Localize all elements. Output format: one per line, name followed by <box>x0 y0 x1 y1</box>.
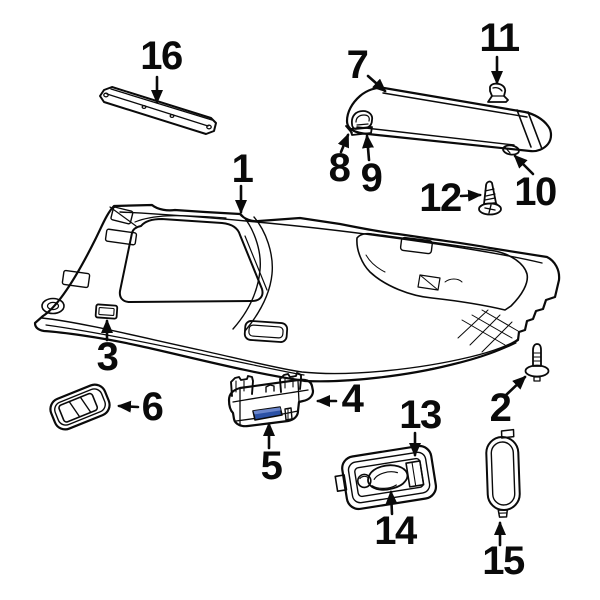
callout-1: 1 <box>231 147 254 191</box>
part-7-sun-visor <box>345 86 553 156</box>
part-16-roof-rail <box>99 86 217 135</box>
callout-arrows <box>101 55 535 547</box>
callout-4: 4 <box>341 377 364 421</box>
callout-11: 11 <box>479 16 520 60</box>
callout-14: 14 <box>374 509 417 553</box>
callout-16: 16 <box>140 34 183 78</box>
callout-15: 15 <box>482 539 525 583</box>
part-11-visor-clip <box>487 82 509 103</box>
callout-12: 12 <box>419 176 462 220</box>
callout-7-arrow <box>366 74 387 93</box>
part-5-console-lens-highlighted <box>252 406 283 421</box>
callout-6-arrow <box>117 400 140 413</box>
part-15-lamp-lens <box>485 428 521 518</box>
callout-9-arrow <box>362 134 374 162</box>
part-13-dome-lamp-housing <box>334 444 438 511</box>
part-10-visor-support-mount <box>502 144 520 156</box>
rear-corner-grille <box>457 309 519 353</box>
callout-9: 9 <box>360 156 383 200</box>
part-6-lamp-bezel <box>49 383 111 431</box>
callout-10: 10 <box>514 170 557 214</box>
part-3-headliner-bracket <box>94 303 119 320</box>
part-14-dome-lamp-lens <box>367 464 409 491</box>
callout-7: 7 <box>346 43 369 87</box>
callout-8: 8 <box>328 146 351 190</box>
part-4-overhead-console <box>227 372 315 428</box>
callout-8-arrow <box>337 133 350 154</box>
callout-6: 6 <box>141 385 164 429</box>
callout-13: 13 <box>399 393 442 437</box>
callout-5: 5 <box>260 444 283 488</box>
callout-2: 2 <box>489 386 512 430</box>
callout-3: 3 <box>96 335 119 379</box>
part-9-visor-pivot-cap <box>350 110 374 130</box>
part-12-screw <box>478 180 502 216</box>
handle-opening <box>243 320 289 343</box>
callout-10-arrow <box>513 154 535 176</box>
callout-14-arrow <box>385 490 398 516</box>
part-2-push-pin-retainer <box>524 343 550 382</box>
callout-2-arrow <box>503 375 527 398</box>
callout-12-arrow <box>459 189 482 202</box>
part-1-headliner-panel <box>33 203 561 383</box>
